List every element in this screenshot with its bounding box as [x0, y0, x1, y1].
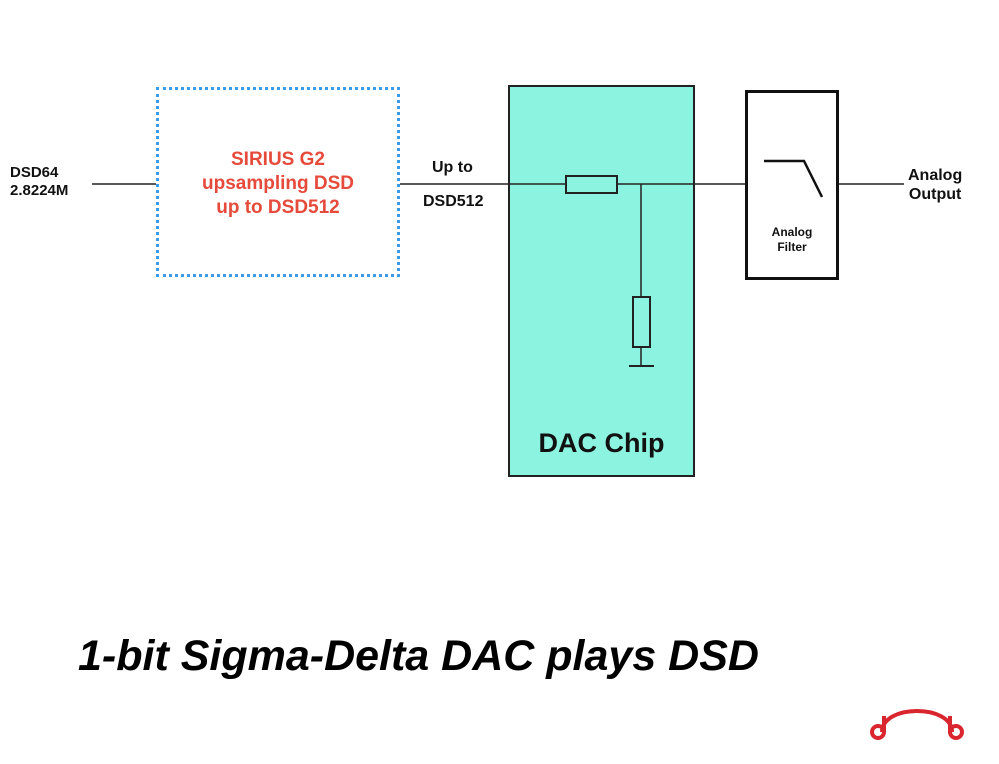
dac-chip-label: DAC Chip — [538, 428, 665, 458]
headphones-logo-icon — [870, 709, 964, 740]
upsampler-text: SIRIUS G2 upsampling DSD up to DSD512 — [159, 148, 397, 219]
input-signal-label: DSD64 2.8224M — [10, 164, 68, 200]
input-label-line2: 2.8224M — [10, 182, 69, 199]
analog-filter-label: Analog Filter — [748, 225, 836, 255]
filter-label-line1: Analog — [771, 225, 813, 239]
signal-label-top: Up to — [432, 159, 473, 176]
output-signal-label: Analog Output — [908, 166, 962, 204]
dac-chip-block: DAC Chip — [508, 85, 695, 477]
diagram-caption: 1-bit Sigma-Delta DAC plays DSD — [78, 632, 759, 680]
upsampler-line3: up to DSD512 — [216, 196, 340, 218]
shunt-resistor-icon — [632, 296, 651, 348]
output-label-line1: Analog — [908, 167, 963, 184]
upsampler-block: SIRIUS G2 upsampling DSD up to DSD512 — [156, 87, 400, 277]
input-label-line1: DSD64 — [10, 164, 59, 181]
analog-filter-block: Analog Filter — [745, 90, 839, 280]
output-label-line2: Output — [908, 186, 962, 204]
upsampler-line1: SIRIUS G2 — [231, 149, 325, 170]
upsampler-line2: upsampling DSD — [201, 172, 354, 194]
series-resistor-icon — [565, 175, 618, 194]
lowpass-response-icon — [764, 159, 824, 198]
filter-label-line2: Filter — [777, 240, 807, 254]
signal-label-bottom: DSD512 — [423, 193, 484, 210]
